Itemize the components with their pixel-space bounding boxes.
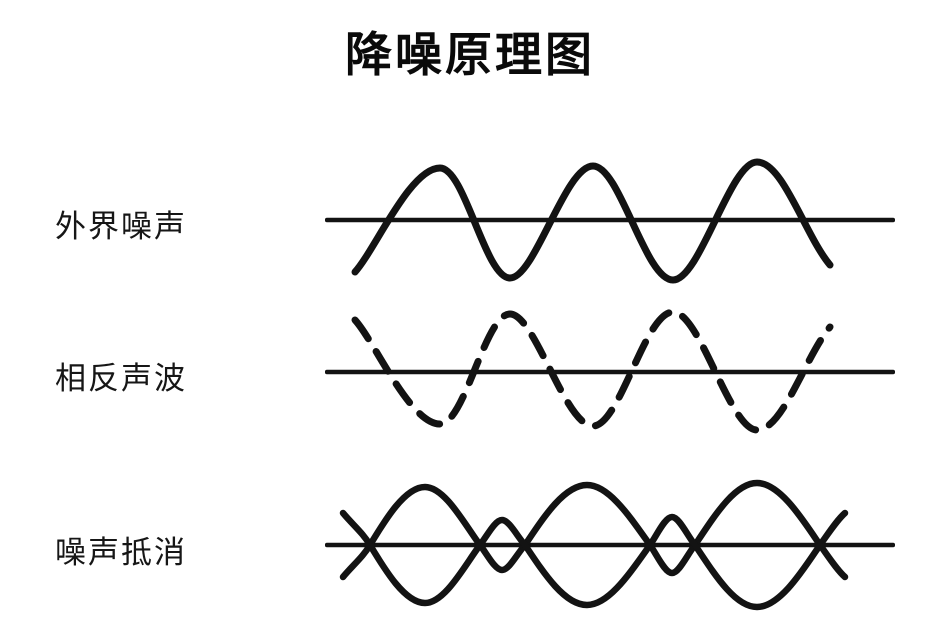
cancel-wave-b-path [339,509,849,611]
dashed-wave-svg [324,308,896,434]
anti-phase-wave-path [351,308,834,434]
solid-wave-svg [324,158,896,284]
page-title: 降噪原理图 [345,28,595,81]
row-label-cancellation: 噪声抵消 [55,535,187,570]
cancel-wave-a-path [339,479,849,581]
overlapped-waves-svg [324,479,896,611]
cancellation-wave-figure [324,465,896,625]
inverted-wave-figure [324,292,896,452]
noise-wave-path [351,158,834,284]
row-label-external-noise: 外界噪声 [55,209,187,244]
row-label-inverted-wave: 相反声波 [55,361,187,396]
external-noise-wave-figure [324,140,896,300]
